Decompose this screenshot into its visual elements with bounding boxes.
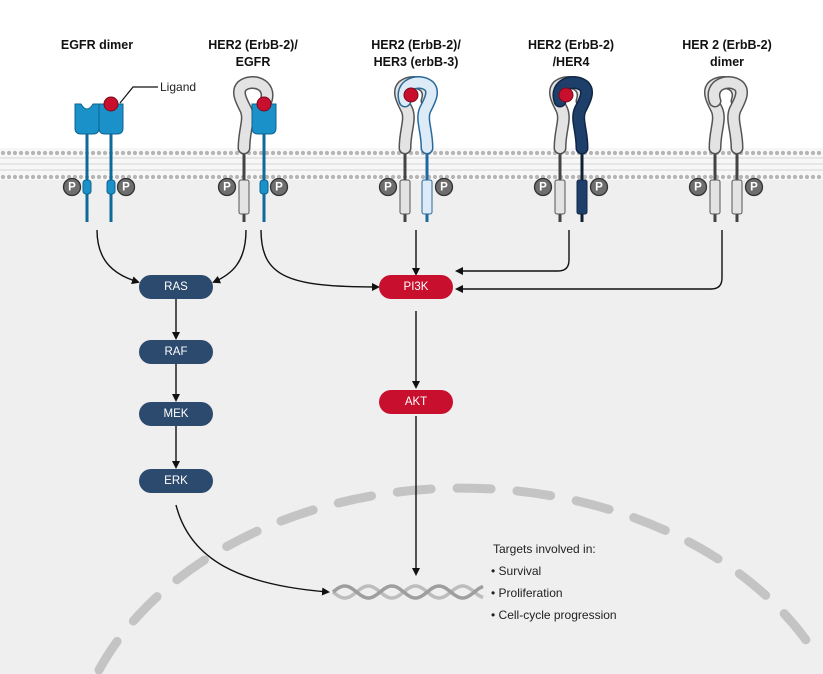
node-raf: RAF [139, 340, 213, 364]
svg-text:P: P [122, 182, 130, 194]
egfr-monomer [98, 96, 124, 222]
arrow-her2dimer-to-pi3k [455, 230, 723, 293]
her2-monomer [707, 76, 748, 222]
receptor-title: HER2 (ErbB-2)/ [208, 38, 298, 52]
receptor-title: HER2 (ErbB-2) [528, 38, 614, 52]
svg-text:AKT: AKT [405, 396, 427, 408]
node-ras: RAS [139, 275, 213, 299]
her4-monomer [552, 76, 593, 222]
phosphate-icon: P [378, 177, 398, 197]
ligand-icon [103, 96, 119, 112]
phosphate-icon: P [533, 177, 553, 197]
svg-text:ERK: ERK [164, 475, 188, 487]
egfr-monomer [251, 96, 277, 222]
node-mek: MEK [139, 402, 213, 426]
receptor-title: EGFR [236, 55, 271, 69]
svg-text:P: P [68, 182, 76, 194]
her3-monomer [397, 76, 438, 222]
ligand-icon [256, 96, 272, 112]
svg-text:P: P [694, 182, 702, 194]
ligand-label: Ligand [160, 80, 196, 94]
phosphate-icon: P [688, 177, 708, 197]
receptor-title: /HER4 [553, 55, 590, 69]
phosphate-icon: P [217, 177, 237, 197]
svg-text:MEK: MEK [164, 408, 189, 420]
ligand-icon [558, 87, 574, 103]
targets-heading: Targets involved in: [493, 542, 596, 556]
phosphate-icon: P [434, 177, 454, 197]
svg-text:RAF: RAF [165, 346, 188, 358]
ligand-icon [403, 87, 419, 103]
egfr-monomer [74, 103, 100, 222]
pathway-nodes: RAS RAF MEK ERK PI3K AKT [139, 275, 453, 493]
target-item: • Proliferation [491, 586, 563, 600]
ligand-callout: Ligand [119, 80, 196, 104]
her2-monomer [233, 76, 274, 222]
arrow-egfr-to-ras [96, 229, 140, 285]
node-pi3k: PI3K [379, 275, 453, 299]
phosphate-icon: P [269, 177, 289, 197]
arrow-her2egfr-to-ras [212, 229, 247, 284]
svg-text:RAS: RAS [164, 281, 188, 293]
cytoplasm [0, 172, 823, 674]
target-item: • Survival [491, 564, 541, 578]
arrow-her2egfr-to-pi3k [260, 229, 380, 291]
receptor-title: HER 2 (ErbB-2) [682, 38, 772, 52]
receptor-title: dimer [710, 55, 744, 69]
svg-text:PI3K: PI3K [404, 281, 429, 293]
cell-membrane [0, 148, 823, 180]
receptor-titles: EGFR dimer HER2 (ErbB-2)/ EGFR HER2 (ErbB-2… [61, 38, 772, 69]
phosphate-icon: P [744, 177, 764, 197]
target-item: • Cell-cycle progression [491, 608, 617, 622]
nuclear-envelope [94, 483, 823, 674]
receptor-title: HER3 (erbB-3) [374, 55, 459, 69]
phosphate-icon: P [62, 177, 82, 197]
targets-list: Targets involved in: • Survival • Prolif… [491, 542, 617, 622]
svg-text:P: P [275, 182, 283, 194]
svg-text:P: P [750, 182, 758, 194]
node-akt: AKT [379, 390, 453, 414]
arrows [96, 229, 723, 596]
node-erk: ERK [139, 469, 213, 493]
phosphate-icon: P [589, 177, 609, 197]
svg-text:P: P [384, 182, 392, 194]
dna-icon [331, 584, 484, 600]
svg-text:P: P [223, 182, 231, 194]
arrow-her4-to-pi3k [455, 230, 570, 275]
arrow-erk-dna [175, 504, 330, 596]
receptor-title: HER2 (ErbB-2)/ [371, 38, 461, 52]
svg-text:P: P [595, 182, 603, 194]
svg-text:P: P [539, 182, 547, 194]
receptor-title: EGFR dimer [61, 38, 133, 52]
svg-text:P: P [440, 182, 448, 194]
phosphate-icon: P [116, 177, 136, 197]
